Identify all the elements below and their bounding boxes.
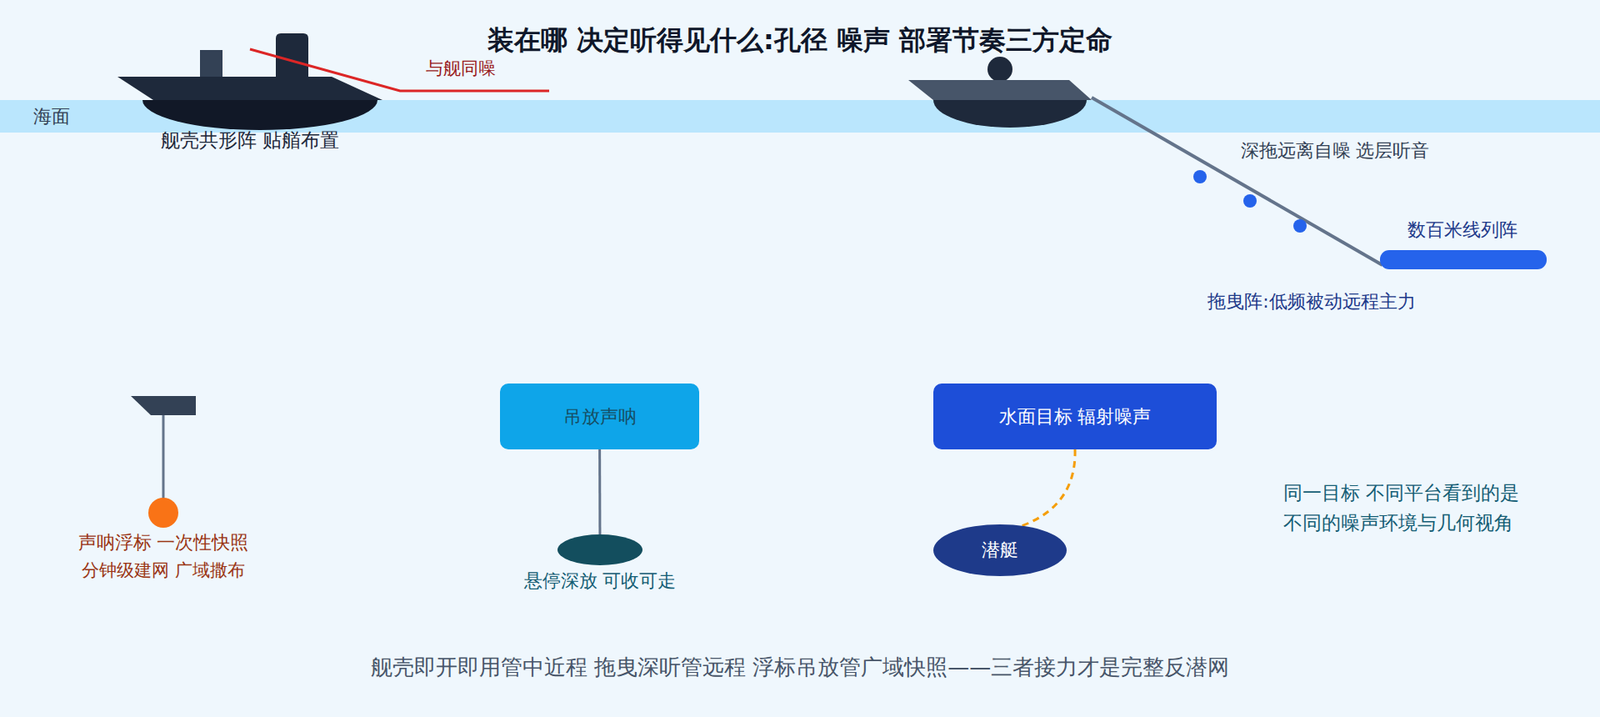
diagram-title: 装在哪 决定听得见什么:孔径 噪声 部署节奏三方定命 (487, 22, 1113, 60)
cable-line (598, 449, 601, 535)
annotation-label: 分钟级建网 广域撒布 (81, 558, 245, 582)
annotation-label: 舰壳共形阵 贴艏布置 (160, 127, 340, 154)
depth-dot (1243, 194, 1257, 208)
target-box: 水面目标 辐射噪声 (933, 383, 1217, 450)
process-box: 吊放声呐 (500, 383, 700, 450)
depth-dot (1193, 170, 1207, 184)
buoy-flag (130, 395, 196, 415)
node-text: 悬停深放 可收可走 (524, 568, 677, 594)
annotation-label: 数百米线列阵 (1407, 217, 1518, 243)
buoy-body (148, 497, 179, 528)
ship-hull (908, 80, 1092, 100)
buoy-line (162, 415, 165, 500)
ellipse-outline (557, 534, 643, 565)
noise-path (1021, 449, 1075, 526)
submarine-ellipse: 潜艇 (933, 524, 1067, 576)
annotation-label: 与舰同噪 (425, 56, 496, 80)
node-text: 海面 (33, 104, 70, 130)
ship-hull (117, 76, 383, 100)
node-text: 水面目标 辐射噪声 (999, 404, 1152, 430)
ellipse-shape (557, 534, 643, 565)
ellipse-shape (933, 524, 1067, 576)
note-text: 同一目标 不同平台看到的是 不同的噪声环境与几何视角 (1283, 477, 1530, 538)
annotation-label: 声呐浮标 一次性快照 (78, 530, 250, 555)
node-text: 吊放声呐 (563, 404, 637, 430)
diagram-caption: 舰壳即开即用管中近程 拖曳深听管远程 浮标吊放管广域快照——三者接力才是完整反潜… (370, 652, 1230, 682)
towed-array (1380, 250, 1547, 270)
annotation-label: 拖曳阵:低频被动远程主力 (1207, 289, 1415, 315)
annotation-label: 深拖远离自噪 选层听音 (1240, 138, 1430, 164)
ship-dome (987, 56, 1013, 82)
dipping-sonar: 悬停深放 可收可走 (557, 534, 643, 565)
node-text: 潜艇 (981, 537, 1019, 563)
ship-funnel (275, 33, 309, 77)
depth-dot (1293, 219, 1307, 233)
